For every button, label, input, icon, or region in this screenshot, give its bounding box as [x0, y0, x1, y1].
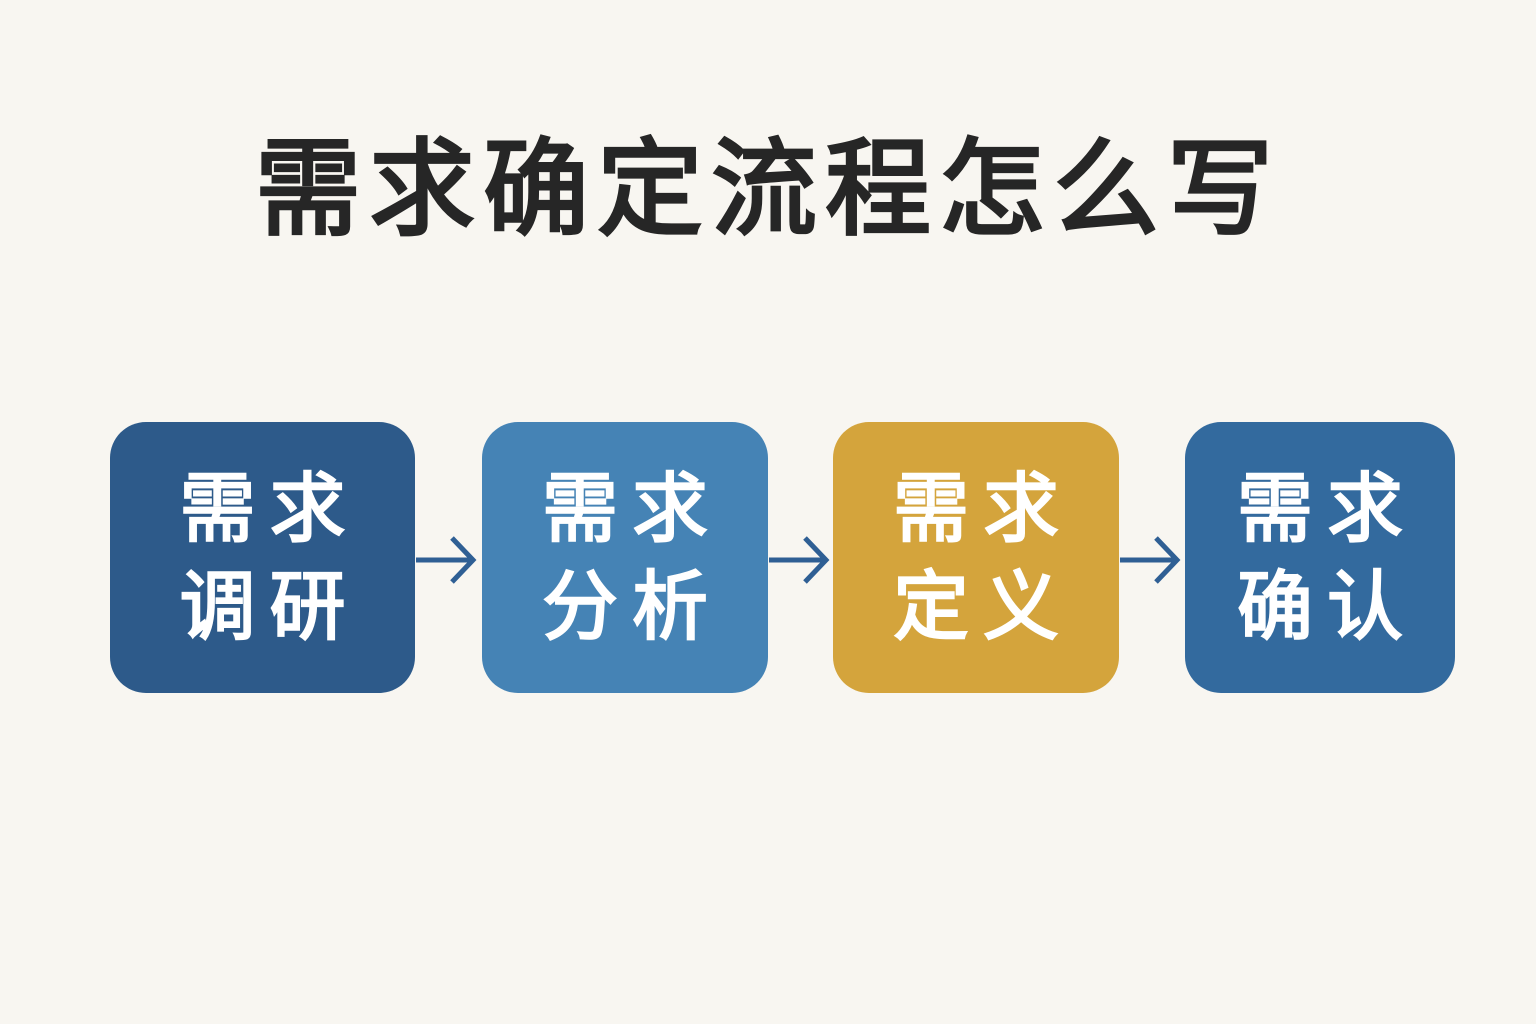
step-label-line2: 分析 — [542, 561, 722, 651]
step-label-line2: 调研 — [179, 561, 360, 651]
arrow-right-icon — [1120, 536, 1181, 584]
step-label-line1: 需求 — [893, 463, 1073, 553]
page-title: 需求确定流程怎么写 — [255, 128, 1281, 251]
arrow-right-icon — [416, 536, 477, 584]
step-label-line1: 需求 — [1237, 463, 1417, 553]
step-label-line2: 确认 — [1237, 561, 1417, 651]
step-analysis: 需求 分析 — [482, 422, 768, 693]
step-label-line1: 需求 — [542, 463, 722, 553]
step-research: 需求 调研 — [110, 422, 415, 693]
step-definition: 需求 定义 — [833, 422, 1119, 693]
step-label-line1: 需求 — [179, 463, 360, 553]
step-confirmation: 需求 确认 — [1185, 422, 1455, 693]
step-label-line2: 定义 — [893, 561, 1073, 651]
arrow-right-icon — [769, 536, 830, 584]
